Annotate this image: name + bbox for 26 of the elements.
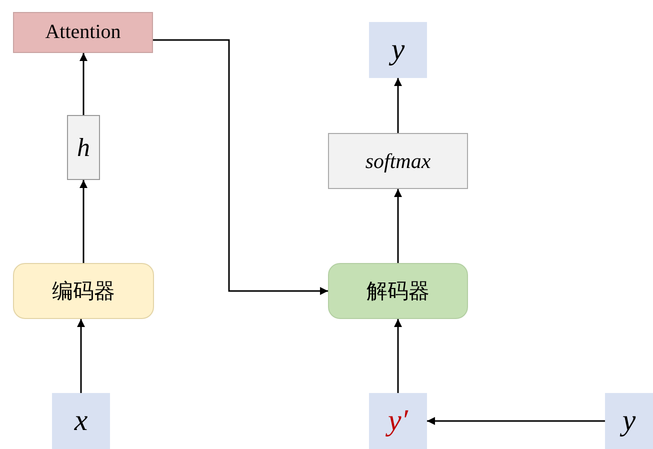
node-label: 编码器 (52, 278, 115, 305)
target-box (605, 393, 653, 449)
node-label: y (622, 404, 636, 438)
encoder-box (13, 263, 154, 319)
node-label: 解码器 (366, 278, 430, 305)
hidden-state-box (67, 115, 100, 180)
arrow (394, 189, 402, 263)
arrow (80, 53, 88, 115)
arrow (153, 39, 328, 295)
arrow (394, 78, 402, 133)
shifted-output-box (369, 393, 427, 449)
decoder-box (328, 263, 468, 319)
arrow (427, 417, 605, 425)
attention-box (13, 12, 153, 53)
node-label: Attention (45, 21, 121, 44)
softmax-box (328, 133, 468, 189)
node-label: softmax (365, 148, 431, 174)
input-box (52, 393, 110, 449)
node-label: y′ (388, 404, 408, 438)
arrow (80, 180, 88, 263)
output-box (369, 22, 427, 78)
arrow (394, 319, 402, 393)
node-label: h (77, 132, 90, 162)
node-label: x (74, 404, 88, 438)
node-label: y (391, 33, 405, 67)
arrow (77, 319, 85, 393)
